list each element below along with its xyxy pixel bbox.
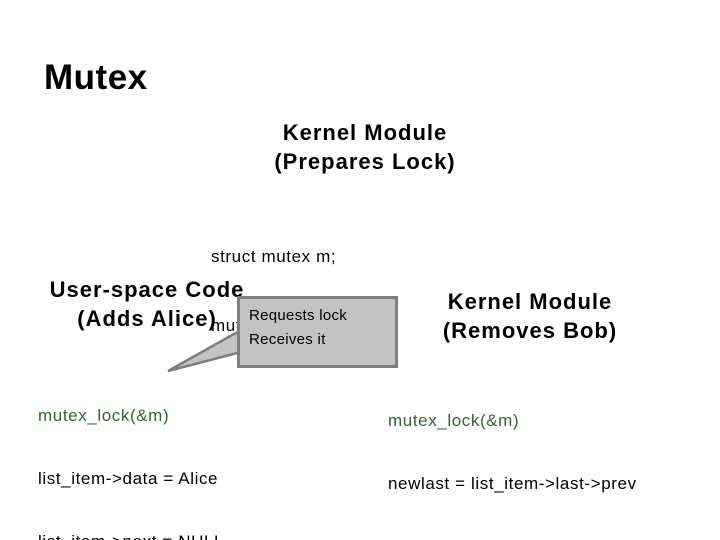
user-space-code-block: mutex_lock(&m) list_item->data = Alice l… — [38, 363, 254, 540]
code-line: mutex_lock(&m) — [38, 406, 170, 425]
left-heading-line2: (Adds Alice) — [77, 306, 217, 331]
kernel-code-block: mutex_lock(&m) newlast = list_item->last… — [388, 368, 637, 540]
callout-requests-lock: Requests lock Receives it — [237, 296, 398, 368]
code-line: list_item->data = Alice — [38, 469, 219, 488]
right-heading-line1: Kernel Module — [447, 289, 613, 314]
left-heading-user-space: User-space Code (Adds Alice) — [27, 275, 267, 333]
right-heading-kernel-module: Kernel Module (Removes Bob) — [410, 287, 650, 345]
code-line: list_item->next = NULL — [38, 531, 254, 540]
right-heading-line2: (Removes Bob) — [442, 318, 618, 343]
code-line: mutex_lock(&m) — [388, 411, 520, 430]
top-heading-prepares-lock: Kernel Module (Prepares Lock) — [245, 118, 485, 176]
code-line: struct mutex m; — [211, 247, 337, 266]
top-heading-line2: (Prepares Lock) — [274, 149, 456, 174]
callout-line2: Receives it — [249, 331, 326, 348]
code-line: newlast->next = NULL — [388, 536, 637, 540]
callout-line1: Requests lock — [249, 307, 348, 324]
code-line: newlast = list_item->last->prev — [388, 474, 637, 493]
left-heading-line1: User-space Code — [49, 277, 245, 302]
slide-title: Mutex — [44, 58, 148, 97]
top-heading-line1: Kernel Module — [282, 120, 448, 145]
